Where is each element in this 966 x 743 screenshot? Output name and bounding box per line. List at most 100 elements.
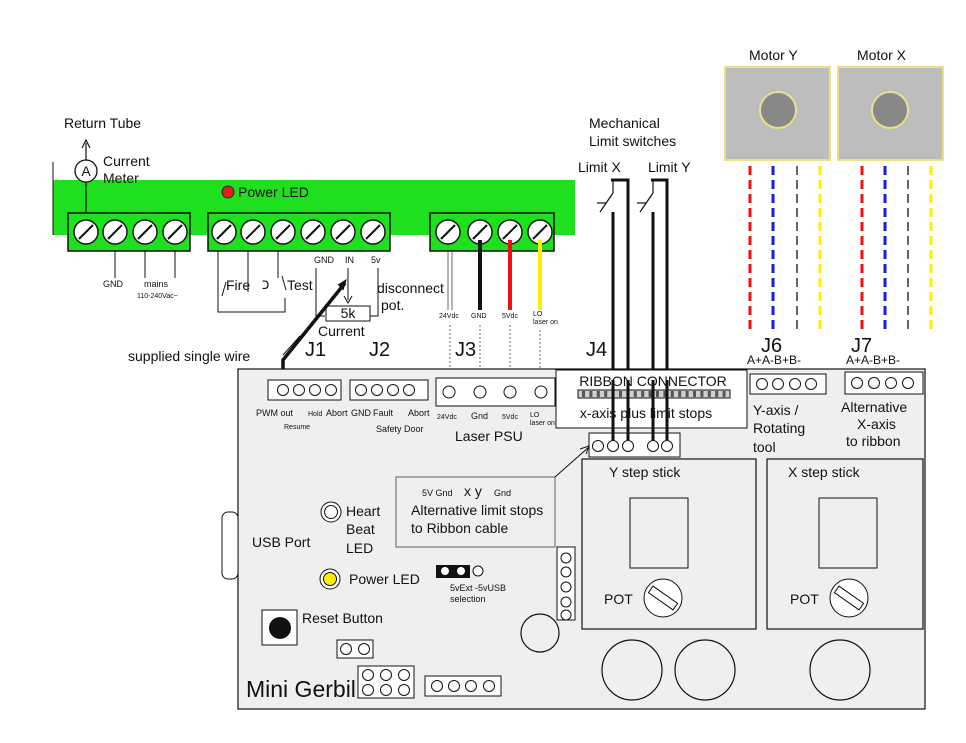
- header-pin: [592, 440, 604, 452]
- j2-pins: [355, 384, 415, 396]
- pot-5k: [325, 305, 371, 322]
- screw-terminal: [467, 219, 493, 245]
- ribbon-pin: [648, 391, 652, 397]
- ribbon-pins: [582, 391, 726, 397]
- sel-label-2: selection: [450, 594, 486, 604]
- header-pin: [358, 643, 370, 655]
- ribbon-pin: [707, 391, 711, 397]
- header-pin: [560, 609, 572, 621]
- disconnect-label-2: pot.: [381, 297, 404, 313]
- j6-header: [749, 373, 827, 395]
- psu-gnd-label: GND: [471, 313, 487, 320]
- capacitor-2: [674, 639, 736, 701]
- header-pin: [362, 684, 374, 696]
- screw-terminal: [102, 219, 128, 245]
- gnd-j2-label: GND: [351, 408, 372, 418]
- psu-power-led: [221, 185, 235, 199]
- screw-terminal: [527, 219, 553, 245]
- limit-wires-overlay: [611, 380, 669, 440]
- capacitor: [520, 613, 560, 653]
- sel-label-1: 5vExt -5vUSB: [450, 583, 506, 593]
- j6-pins-label: A+A-B+B-: [747, 353, 801, 367]
- j2-label: J2: [369, 339, 390, 361]
- hold-label: Hold: [308, 411, 323, 418]
- in-label: IN: [345, 255, 354, 265]
- x-stepstick-label: X step stick: [788, 464, 861, 480]
- j3-laser-on-label: laser on: [530, 420, 555, 427]
- j7-desc-3: to ribbon: [846, 433, 900, 449]
- ribbon-pin: [633, 391, 637, 397]
- header-pin: [465, 680, 477, 692]
- safety-door-label: Safety Door: [376, 424, 424, 434]
- j3-label: J3: [455, 339, 476, 361]
- ribbon-pin: [604, 391, 608, 397]
- screw-terminal: [162, 219, 188, 245]
- ribbon-pin: [670, 391, 674, 397]
- capacitor-3: [809, 639, 871, 701]
- bottom-header-pins: [431, 680, 495, 692]
- j7-desc-1: Alternative: [841, 399, 907, 415]
- motor-x-shaft: [871, 91, 909, 129]
- header-pin: [362, 669, 374, 681]
- j1-pins: [277, 384, 337, 396]
- ribbon-pin: [619, 391, 622, 397]
- ribbon-pin: [589, 391, 593, 397]
- switch-symbol: ﬤ: [262, 276, 269, 292]
- header-pin: [851, 377, 863, 389]
- limit-x-label: Limit X: [578, 159, 621, 175]
- limit-y-label: Limit Y: [648, 159, 691, 175]
- laser-psu-label: Laser PSU: [455, 428, 523, 444]
- screw-terminal: [330, 219, 356, 245]
- header-pin: [534, 385, 548, 399]
- ribbon-subtitle: x-axis plus limit stops: [580, 405, 712, 421]
- heartbeat-label-2: Beat: [346, 521, 375, 537]
- ribbon-pin: [596, 391, 600, 397]
- j6-label: J6: [761, 335, 782, 357]
- screw-terminal: [240, 219, 266, 245]
- reset-button-label: Reset Button: [302, 610, 383, 626]
- motors: Motor Y Motor X: [724, 47, 944, 332]
- header-pin: [355, 384, 367, 396]
- fire-label: Fire: [226, 277, 250, 293]
- header-pin: [560, 581, 572, 593]
- laser-psu: Power LED A Return Tube Current Meter GN…: [52, 115, 575, 339]
- x-pot-label: POT: [790, 591, 819, 607]
- j3-24vdc-label: 24Vdc: [437, 414, 457, 421]
- header-pin: [772, 378, 784, 390]
- alt-limit-callout: [395, 476, 556, 548]
- gnd-in-label: GND: [314, 255, 335, 265]
- j3-5vdc-label: 5Vdc: [502, 414, 518, 421]
- header-pin: [902, 377, 914, 389]
- mech-limit-label-2: Limit switches: [589, 133, 676, 149]
- header-pin: [371, 384, 383, 396]
- small-header-pins: [340, 643, 370, 655]
- header-pin: [805, 378, 817, 390]
- current-meter-label-1: Current: [103, 153, 150, 169]
- ribbon-pin: [715, 391, 719, 397]
- y-stepstick-chip: [629, 497, 689, 569]
- y-pot-label: POT: [604, 591, 633, 607]
- arrow-up-icon: [81, 138, 91, 149]
- usb-port-connector: [221, 511, 239, 580]
- header-pin: [340, 643, 352, 655]
- alt-limit-label-1: Alternative limit stops: [411, 502, 543, 518]
- screw-terminal: [132, 219, 158, 245]
- ribbon-pin: [722, 391, 726, 397]
- header-pin: [473, 385, 487, 399]
- motor-x-label: Motor X: [857, 47, 907, 63]
- disconnect-label-1: disconnect: [377, 280, 444, 296]
- capacitor-1: [601, 639, 663, 701]
- j7-header: [844, 371, 924, 395]
- header-pin: [661, 440, 673, 452]
- j7-pins-label: A+A-B+B-: [846, 353, 900, 367]
- header-pin: [309, 384, 321, 396]
- screw-terminal: [300, 219, 326, 245]
- ribbon-pin: [663, 391, 667, 397]
- header-pin: [622, 440, 634, 452]
- psu-wires: supplied single wire: [128, 240, 542, 390]
- alt-pins-a: 5V Gnd: [422, 488, 453, 498]
- current-label: Current: [318, 323, 365, 339]
- alt-pins-b: x y: [464, 483, 482, 499]
- j6-desc-2: Rotating: [753, 420, 805, 436]
- ribbon-pin: [641, 391, 645, 397]
